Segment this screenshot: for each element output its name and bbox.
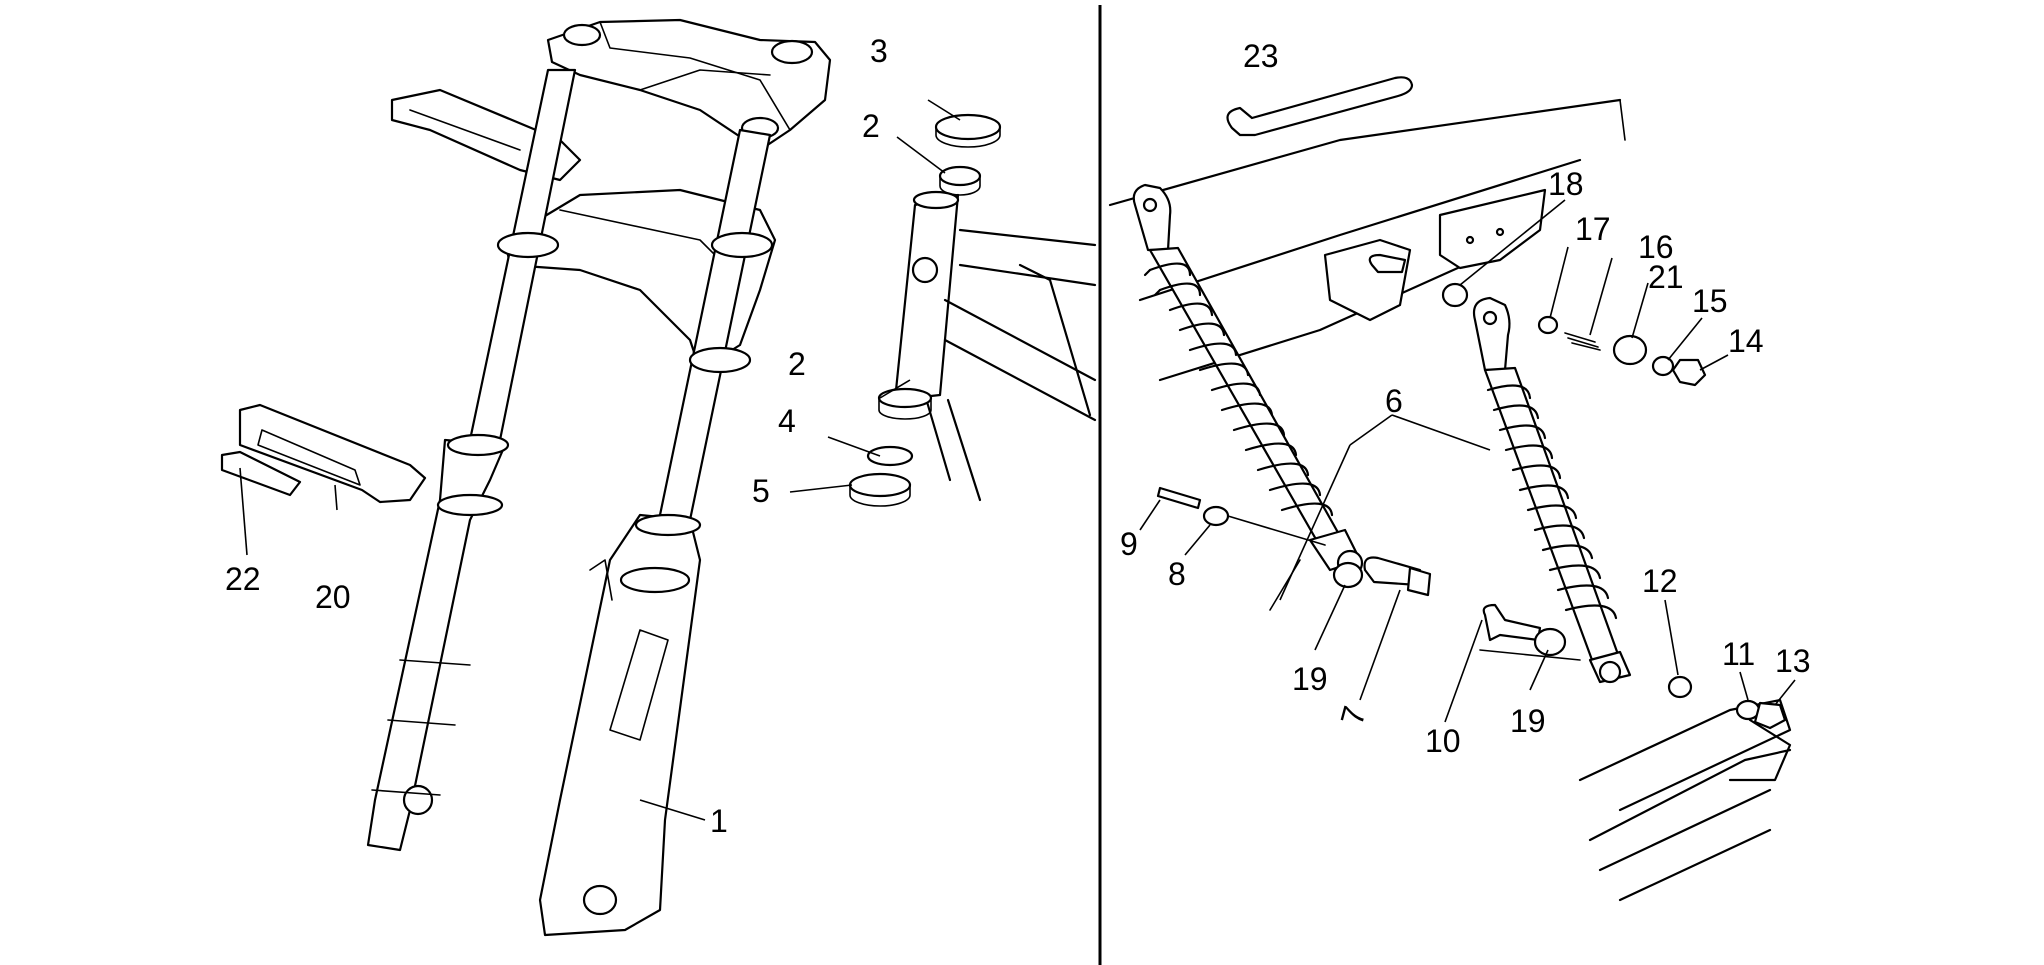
steering-head-parts — [848, 113, 1097, 507]
callout-13: 13 — [1775, 643, 1811, 679]
callout-19-right: 19 — [1510, 703, 1546, 739]
callout-23: 23 — [1243, 38, 1279, 74]
leader-lines — [239, 99, 1796, 821]
fork-brace-parts — [220, 403, 427, 504]
nut-13 — [1753, 701, 1787, 730]
callout-14: 14 — [1728, 323, 1764, 359]
callout-5: 5 — [752, 473, 770, 509]
callout-11: 11 — [1722, 636, 1755, 672]
callout-15: 15 — [1692, 283, 1728, 319]
callout-9: 9 — [1120, 526, 1138, 562]
pin-18 — [1368, 253, 1407, 274]
bolt-9 — [1156, 486, 1202, 510]
callout-19-left: 19 — [1292, 661, 1328, 697]
nut-14 — [1671, 358, 1707, 387]
spring-16 — [1564, 332, 1601, 351]
callout-2-lower: 2 — [788, 346, 806, 382]
callout-4: 4 — [778, 403, 796, 439]
callout-1: 1 — [710, 803, 728, 839]
washer-17 — [1537, 315, 1559, 335]
washer-19b — [1533, 627, 1567, 657]
callout-2-upper: 2 — [862, 108, 880, 144]
spacer — [1441, 282, 1469, 308]
washer-21 — [1612, 334, 1648, 366]
callout-20: 20 — [315, 579, 351, 615]
callout-21: 21 — [1648, 259, 1684, 295]
callout-10: 10 — [1425, 723, 1461, 759]
front-fork-assembly — [366, 18, 832, 937]
rear-suspension-assembly — [1108, 76, 1792, 902]
callout-17: 17 — [1575, 211, 1611, 247]
callout-6: 6 — [1385, 383, 1403, 419]
callout-18: 18 — [1548, 166, 1584, 202]
callout-12: 12 — [1642, 563, 1678, 599]
callout-7: 7 — [1333, 702, 1372, 729]
washer-8 — [1202, 505, 1230, 527]
washer-15 — [1651, 355, 1675, 377]
bolt-10 — [1482, 603, 1542, 642]
washer-12 — [1667, 675, 1693, 699]
callout-3: 3 — [870, 33, 888, 69]
washer-19a — [1332, 561, 1364, 589]
callout-16: 16 — [1638, 229, 1674, 265]
callout-8: 8 — [1168, 556, 1186, 592]
callout-22: 22 — [225, 561, 261, 597]
left-shock-spring — [1143, 246, 1347, 557]
